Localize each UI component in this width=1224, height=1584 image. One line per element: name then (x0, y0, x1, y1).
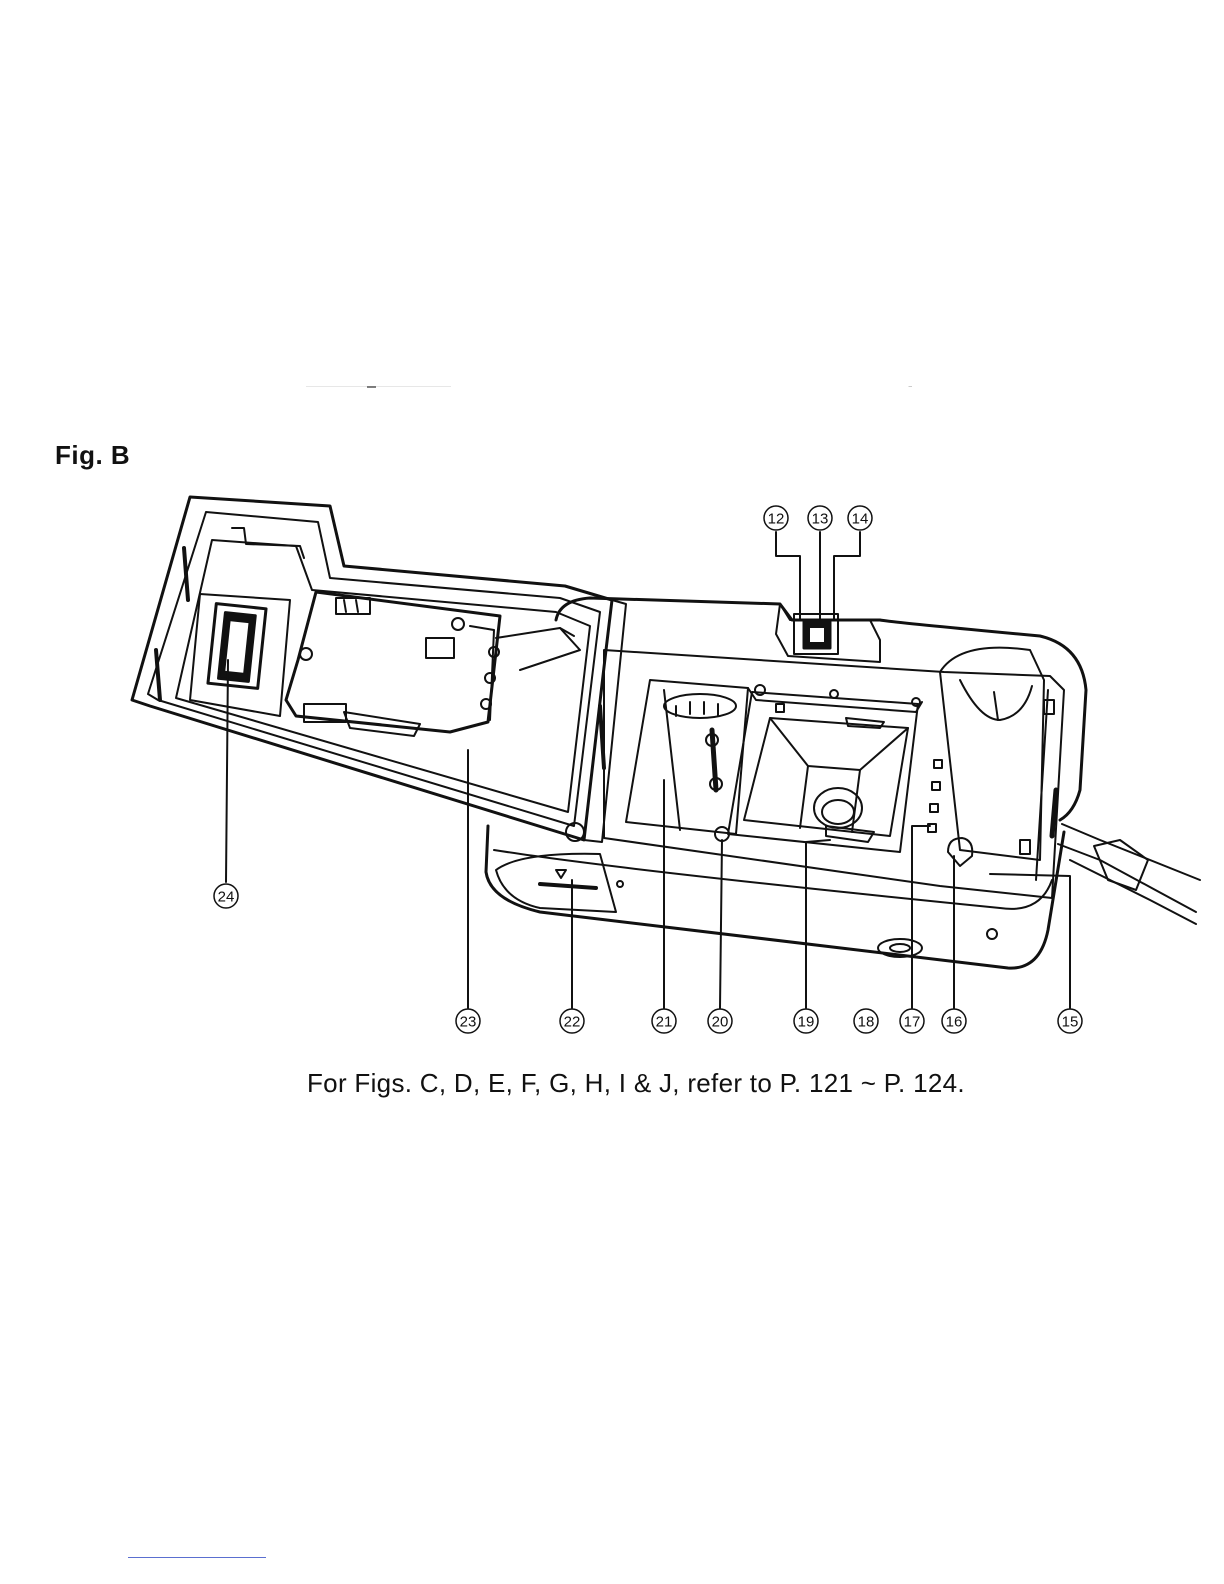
callout-14: 14 (848, 506, 872, 530)
camera-body (486, 598, 1086, 968)
bottom-rule (128, 1557, 266, 1558)
callout-12-text: 12 (768, 511, 785, 528)
callout-14-text: 14 (852, 511, 869, 528)
callout-15: 15 (1058, 1009, 1082, 1033)
callout-24-text: 24 (218, 889, 235, 906)
callout-21: 21 (652, 1009, 676, 1033)
callout-16: 16 (942, 1009, 966, 1033)
callout-23-text: 23 (460, 1014, 477, 1031)
reference-note: For Figs. C, D, E, F, G, H, I & J, refer… (307, 1068, 965, 1099)
callout-17-text: 17 (904, 1014, 921, 1031)
callout-19-text: 19 (798, 1014, 815, 1031)
callout-18: 18 (854, 1009, 878, 1033)
callout-13: 13 (808, 506, 832, 530)
callout-23: 23 (456, 1009, 480, 1033)
callout-22: 22 (560, 1009, 584, 1033)
callout-24: 24 (214, 884, 238, 908)
callout-18-text: 18 (858, 1014, 875, 1031)
callout-15-text: 15 (1062, 1014, 1079, 1031)
callout-17: 17 (900, 1009, 924, 1033)
camera-strap (1058, 824, 1200, 924)
callout-13-text: 13 (812, 511, 829, 528)
callout-22-text: 22 (564, 1014, 581, 1031)
callout-12: 12 (764, 506, 788, 530)
callout-16-text: 16 (946, 1014, 963, 1031)
back-door (132, 497, 626, 842)
callout-19: 19 (794, 1009, 818, 1033)
callout-20: 20 (708, 1009, 732, 1033)
callout-21-text: 21 (656, 1014, 673, 1031)
callout-20-text: 20 (712, 1014, 729, 1031)
